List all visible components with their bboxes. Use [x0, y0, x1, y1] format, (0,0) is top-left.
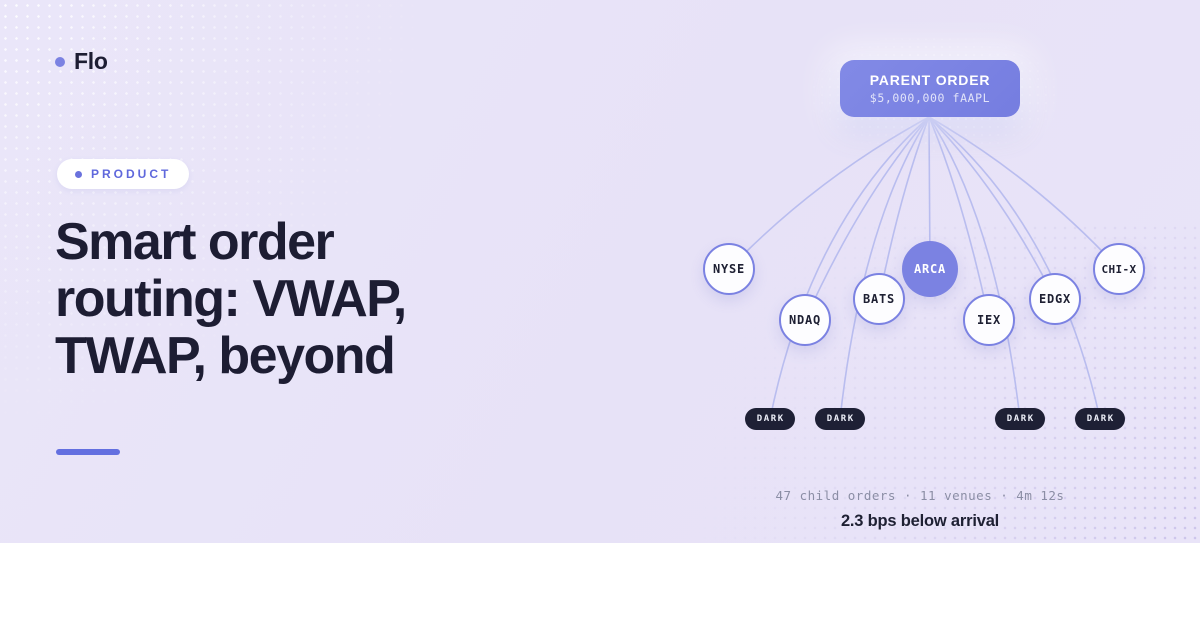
page-title: Smart order routing: VWAP, TWAP, beyond	[55, 213, 407, 386]
connector-dark-1	[769, 116, 930, 420]
product-badge: PRODUCT	[57, 159, 190, 189]
connector-chix	[928, 116, 1120, 270]
parent-order-title: PARENT ORDER	[869, 72, 991, 88]
dark-pool-pill: DARK	[995, 408, 1045, 430]
brand-logo: Flo	[55, 48, 108, 75]
accent-divider	[56, 449, 120, 455]
connector-dark-4	[928, 116, 1101, 420]
connector-dark-2	[839, 116, 930, 420]
dark-pool-pill: DARK	[815, 408, 865, 430]
dark-pool-pill: DARK	[745, 408, 795, 430]
venue-node-bats: BATS	[853, 273, 905, 325]
brand-dot-icon	[55, 56, 65, 67]
connector-nyse	[728, 116, 930, 270]
hero-background: Flo PRODUCT Smart order routing: VWAP, T…	[0, 0, 1200, 543]
connector-ndaq	[804, 116, 930, 321]
badge-label: PRODUCT	[91, 167, 172, 181]
connector-edgx	[928, 116, 1056, 300]
venue-node-arca-highlighted: ARCA	[902, 241, 958, 297]
venue-node-ndaq: NDAQ	[779, 294, 831, 346]
parent-order-subtitle: $5,000,000 fAAPL	[869, 91, 991, 105]
connector-iex	[928, 116, 990, 321]
venue-node-edgx: EDGX	[1029, 273, 1081, 325]
execution-performance: 2.3 bps below arrival	[840, 512, 1000, 530]
execution-stats-summary: 47 child orders · 11 venues · 4m 12s	[775, 488, 1065, 503]
dark-pool-pill: DARK	[1075, 408, 1125, 430]
venue-node-nyse: NYSE	[703, 243, 755, 295]
parent-order-card: PARENT ORDER $5,000,000 fAAPL	[840, 60, 1020, 117]
routing-connectors	[728, 116, 1120, 420]
venue-node-chix: CHI-X	[1093, 243, 1145, 295]
brand-name: Flo	[74, 48, 108, 74]
venue-node-iex: IEX	[963, 294, 1015, 346]
connector-dark-3	[928, 116, 1021, 420]
badge-dot-icon	[75, 170, 82, 178]
